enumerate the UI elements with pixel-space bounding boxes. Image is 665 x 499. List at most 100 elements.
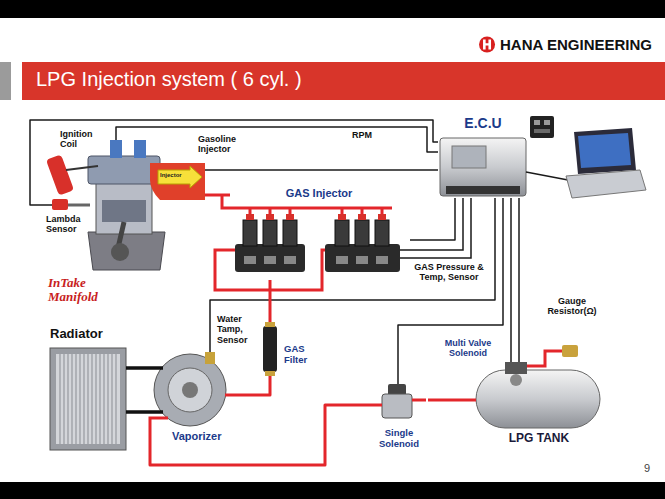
vaporizer-box: Vaporizer [140, 348, 256, 448]
injector-rail-illustration [325, 244, 400, 272]
ecu-box: E.C.U [438, 114, 530, 198]
radiator-illustration [56, 354, 120, 444]
bottom-band [0, 482, 665, 499]
vaporizer-illustration [209, 348, 211, 352]
signal-wire [518, 198, 520, 362]
injector-rail-illustration [400, 198, 471, 258]
injector-rail-illustration [356, 256, 368, 264]
part-label: Gasoline Injector [198, 134, 246, 155]
gas-line [269, 280, 272, 318]
vaporizer-illustration [154, 354, 226, 426]
laptop-illustration [578, 133, 631, 168]
vaporizer-illustration [205, 352, 215, 364]
signal-wire [205, 169, 438, 171]
lpg-tank-box: LPG TANK [468, 362, 612, 452]
injector-rail-illustration [376, 256, 388, 264]
sensor-label: Gauge Resistor(Ω) [540, 296, 604, 317]
part-label: Injector [160, 172, 190, 179]
engine-illustration [66, 166, 98, 170]
component-label: E.C.U [438, 115, 528, 131]
laptop-illustration [574, 128, 636, 174]
lpg-tank-illustration [468, 351, 562, 400]
component-label: GAS Filter [284, 344, 319, 366]
laptop-illustration [566, 170, 646, 198]
component-label: Vaporizer [172, 430, 254, 443]
injector-rail-illustration [378, 214, 386, 220]
ecu-illustration [534, 129, 550, 133]
vaporizer-illustration [182, 382, 198, 398]
single-solenoid-illustration [382, 394, 412, 418]
injector-rail-illustration [244, 256, 256, 264]
company-logo [483, 40, 491, 50]
signal-wire [30, 120, 438, 205]
component-label: InTake Manifold [48, 276, 122, 305]
injector-rail-box: GAS Injector [230, 186, 410, 280]
top-band [0, 0, 665, 18]
gas-filter-illustration [265, 322, 275, 327]
engine-illustration [52, 199, 68, 210]
gas-line [428, 399, 468, 402]
company-name: HANA ENGINEERING [440, 36, 652, 53]
gas-filter-box: GAS Filter [258, 318, 321, 378]
lpg-tank-illustration [476, 370, 600, 428]
part-label: Ignition Coil [60, 129, 104, 150]
engine-illustration [40, 140, 205, 270]
component-label: Radiator [50, 327, 128, 342]
injector-rail-illustration [336, 256, 348, 264]
lpg-tank-illustration [468, 345, 600, 428]
engine-illustration [40, 204, 52, 206]
single-solenoid-illustration [372, 382, 426, 418]
engine-illustration [88, 232, 165, 270]
vaporizer-illustration [140, 348, 256, 448]
radiator-illustration [50, 348, 126, 450]
injector-rail-illustration [235, 244, 305, 272]
engine-illustration [110, 140, 122, 158]
vaporizer-illustration [150, 395, 256, 448]
part-label: Lambda Sensor [46, 214, 88, 235]
lpg-tank-illustration [505, 362, 527, 374]
radiator-illustration [126, 368, 130, 412]
engine-illustration [46, 154, 74, 195]
laptop-illustration [566, 128, 646, 198]
lpg-tank-illustration [510, 374, 522, 386]
signal-wire [510, 198, 512, 362]
gas-filter-illustration [269, 318, 272, 378]
slide-title: LPG Injection system ( 6 cyl. ) [36, 68, 302, 91]
injector-rail-illustration [375, 220, 389, 246]
coolant-hose [130, 366, 140, 370]
company-logo [479, 37, 495, 53]
ecu-illustration [440, 138, 526, 196]
engine-illustration [88, 156, 160, 184]
injector-rail-illustration [246, 214, 254, 220]
signal-wire [398, 198, 503, 382]
engine-illustration [134, 140, 146, 158]
ecu-illustration [544, 120, 550, 125]
injector-rail-illustration [335, 220, 349, 246]
injector-rail-illustration [284, 256, 296, 264]
radiator-box: Radiator [46, 326, 130, 452]
injector-rail-illustration [283, 220, 297, 246]
title-bar [0, 62, 11, 100]
ecu-illustration [526, 172, 568, 180]
engine-illustration [150, 163, 205, 200]
injector-rail-illustration [266, 214, 274, 220]
single-solenoid-illustration [372, 400, 426, 405]
injector-rail-illustration [263, 220, 277, 246]
injector-rail-illustration [358, 214, 366, 220]
gas-line [205, 194, 230, 197]
injector-rail-illustration [286, 214, 294, 220]
vaporizer-illustration [140, 368, 163, 412]
engine-illustration [102, 200, 146, 222]
injector-rail-illustration [243, 220, 257, 246]
title-bar [0, 62, 665, 100]
top-band [0, 0, 665, 18]
sensor-label: Water Tamp, Sensor [217, 314, 257, 345]
gas-line [256, 378, 270, 395]
single-solenoid-illustration [397, 382, 399, 384]
radiator-illustration [60, 354, 116, 444]
signal-wire [410, 198, 455, 240]
engine-illustration [111, 243, 129, 261]
engine-illustration [158, 166, 202, 188]
component-label: Single Solenoid [372, 428, 426, 450]
